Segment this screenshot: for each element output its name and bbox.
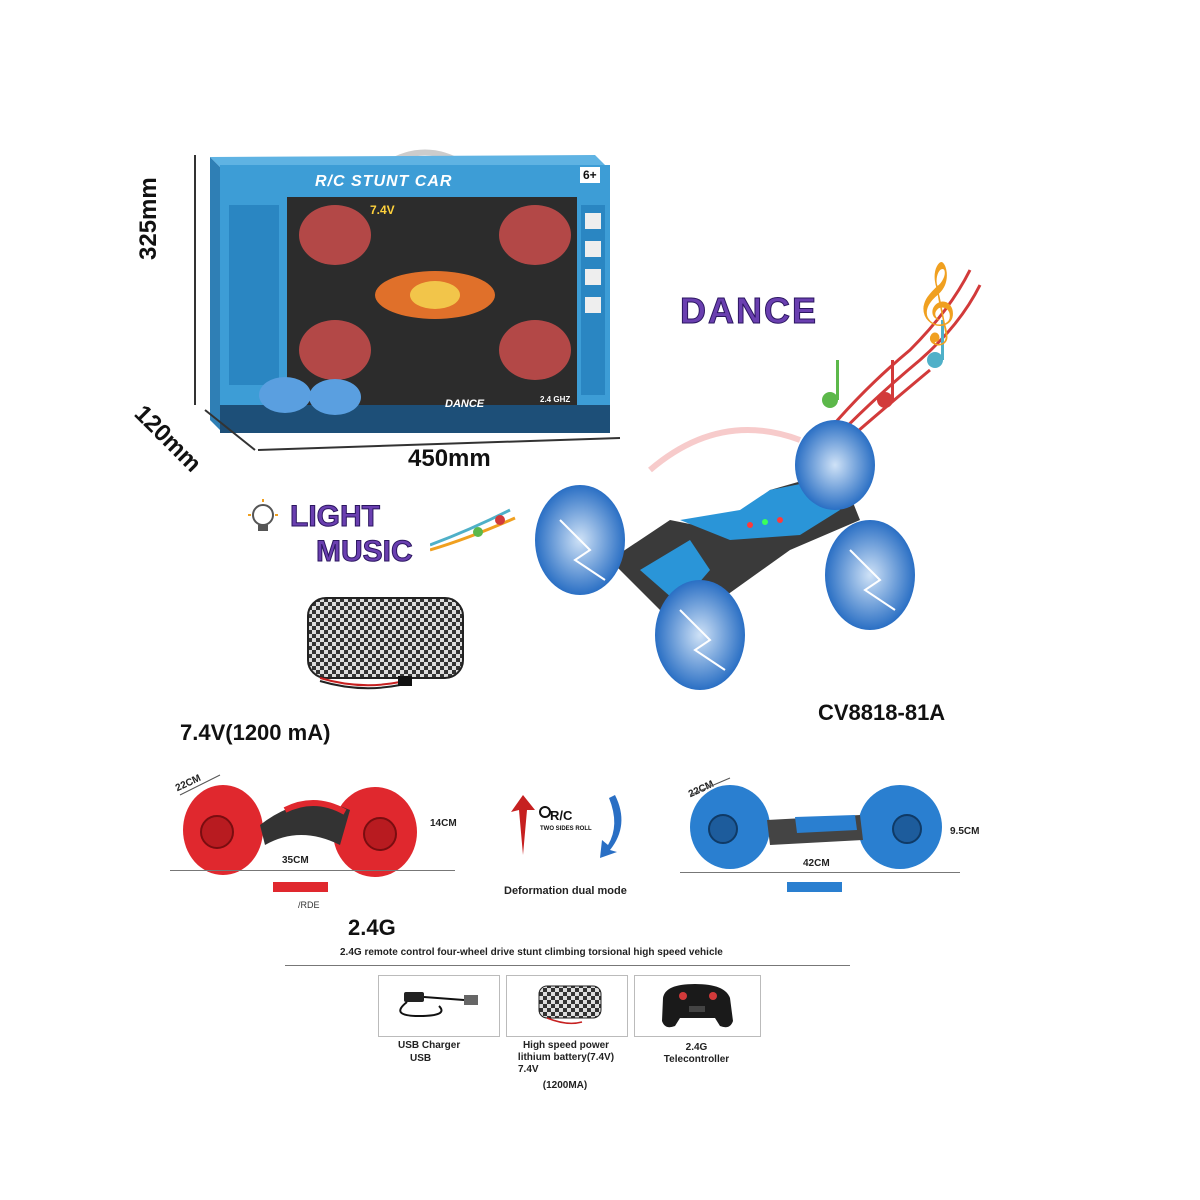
package-width-label: 450mm (408, 445, 491, 472)
blue-mode-length: 42CM (803, 858, 830, 869)
rc-sublabel: TWO SIDES ROLL (540, 826, 592, 832)
package-box: R/C STUNT CAR 7.4V 6+ DANCE 2.4 GHZ (195, 145, 615, 435)
red-color-swatch (273, 882, 328, 892)
frequency-label: 2.4G (348, 915, 396, 940)
svg-text:𝄞: 𝄞 (915, 260, 956, 345)
package-box-illustration (210, 149, 610, 433)
package-height-label: 325mm (135, 177, 162, 260)
accessory-remote-line2: Telecontroller (663, 1054, 730, 1065)
product-description: 2.4G remote control four-wheel drive stu… (340, 947, 723, 958)
deformation-caption: Deformation dual mode (504, 885, 627, 897)
red-mode-baseline (170, 870, 455, 871)
accessory-battery-line3: 7.4V (518, 1064, 539, 1075)
battery-photo (307, 597, 464, 690)
box-dance: DANCE (445, 398, 485, 410)
accessory-remote (634, 975, 761, 1037)
accessory-battery-line2: lithium battery(7.4V) (517, 1052, 615, 1063)
dance-label: DANCE (679, 290, 819, 332)
package-dimension-lines (194, 155, 621, 451)
accessory-battery-line4: (1200MA) (542, 1080, 588, 1091)
music-label: MUSIC (316, 535, 414, 569)
blue-mode-baseline (680, 872, 960, 873)
red-mode-height: 14CM (430, 818, 457, 829)
accessory-usb-charger (378, 975, 500, 1037)
battery-pack-icon (538, 985, 602, 1025)
accessory-usb-line1: USB Charger (398, 1040, 461, 1051)
box-voltage: 7.4V (370, 203, 395, 217)
light-label: LIGHT (290, 500, 381, 534)
usb-cable-icon (399, 992, 478, 1018)
accessory-usb-line2: USB (410, 1053, 432, 1064)
battery-spec: 7.4V(1200 mA) (180, 720, 331, 745)
box-age-badge: 6+ (580, 167, 600, 183)
blue-mode-height: 9.5CM (950, 826, 980, 837)
blue-color-swatch (787, 882, 842, 892)
red-mode-length: 35CM (282, 855, 309, 866)
rotate-arrows-icon (511, 795, 622, 858)
description-rule (285, 965, 850, 966)
remote-controller-icon (662, 984, 733, 1028)
bulb-icon (248, 499, 278, 531)
accessory-remote-line1: 2.4G (685, 1042, 708, 1053)
music-wave-icon (430, 508, 516, 552)
accessory-battery (506, 975, 628, 1037)
rc-label: R/C (550, 808, 573, 823)
blue-mode-car (689, 777, 942, 869)
box-frequency: 2.4 GHZ (540, 395, 571, 404)
red-mode-car (179, 774, 417, 877)
box-title: R/C STUNT CAR (315, 173, 453, 190)
stunt-car-photo (535, 420, 915, 690)
accessory-battery-line1: High speed power (522, 1040, 610, 1051)
model-number: CV8818-81A (818, 700, 946, 725)
red-color-label: /RDE (298, 900, 320, 910)
